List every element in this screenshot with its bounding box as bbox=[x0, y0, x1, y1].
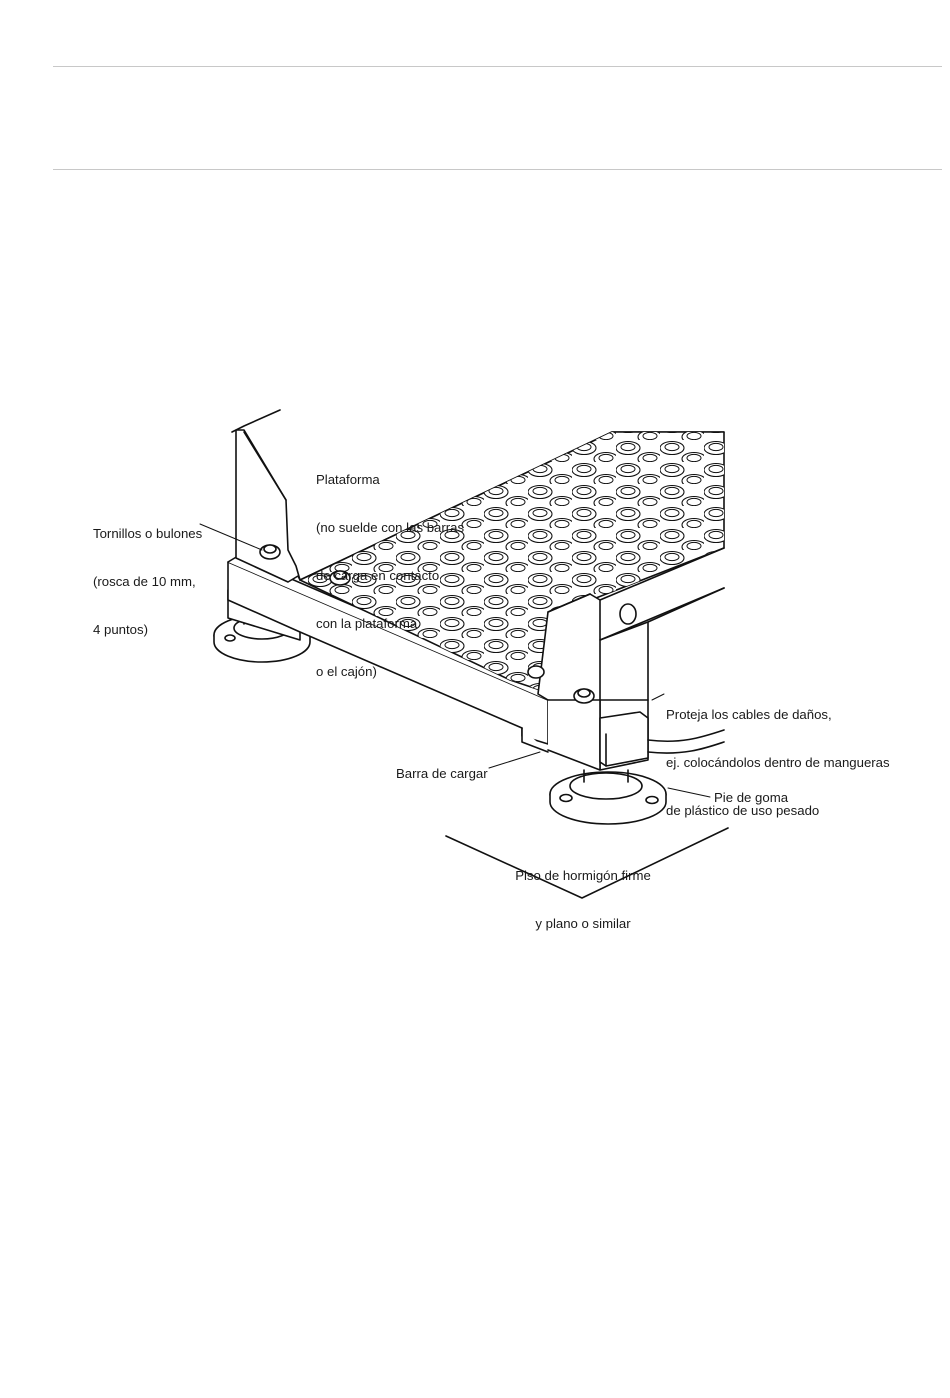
callout-cables-line-2: ej. colocándolos dentro de mangueras bbox=[666, 755, 890, 770]
callout-bolts-line-3: 4 puntos) bbox=[93, 622, 148, 637]
right-load-cell-assembly bbox=[547, 699, 649, 771]
callout-platform-line-3: de carga en contacto bbox=[316, 568, 440, 583]
right-gusset bbox=[537, 547, 725, 707]
callout-platform-line-4: con la plataforma bbox=[316, 616, 418, 631]
header-divider-bottom bbox=[53, 169, 942, 170]
callout-platform-line-1: Plataforma bbox=[316, 472, 380, 487]
bolt-side bbox=[619, 603, 637, 625]
callout-bolts-line-2: (rosca de 10 mm, bbox=[93, 574, 196, 589]
callout-platform-line-5: o el cajón) bbox=[316, 664, 377, 679]
callout-floor-line-1: Piso de hormigón firme bbox=[515, 868, 651, 883]
right-rubber-foot bbox=[549, 769, 667, 825]
bolt-left-gusset bbox=[259, 544, 281, 560]
callout-floor-line-2: y plano o similar bbox=[535, 916, 631, 931]
callout-platform: Plataforma (no suelde con las barras de … bbox=[316, 440, 464, 696]
floor-outline bbox=[445, 827, 729, 899]
callout-cables-line-3: de plástico de uso pesado bbox=[666, 803, 820, 818]
protected-cable bbox=[647, 729, 725, 754]
leader-lines bbox=[199, 523, 711, 798]
callout-platform-line-2: (no suelde con las barras bbox=[316, 520, 465, 535]
bolt-left-beam bbox=[329, 570, 351, 586]
callout-cables-line-1: Proteja los cables de daños, bbox=[666, 707, 832, 722]
callout-bolts-line-1: Tornillos o bulones bbox=[93, 526, 203, 541]
callout-floor: Piso de hormigón firme y plano o similar bbox=[475, 836, 691, 948]
callout-rubber-foot: Pie de goma bbox=[714, 790, 789, 805]
callout-cables: Proteja los cables de daños, ej. colocán… bbox=[666, 675, 890, 835]
callout-load-bar: Barra de cargar bbox=[396, 766, 488, 781]
bolt-right-gusset bbox=[573, 688, 595, 704]
callout-bolts: Tornillos o bulones (rosca de 10 mm, 4 p… bbox=[93, 494, 202, 654]
left-gusset bbox=[231, 409, 301, 583]
header-divider-top bbox=[53, 66, 942, 67]
bolt-right-beam bbox=[527, 665, 545, 679]
